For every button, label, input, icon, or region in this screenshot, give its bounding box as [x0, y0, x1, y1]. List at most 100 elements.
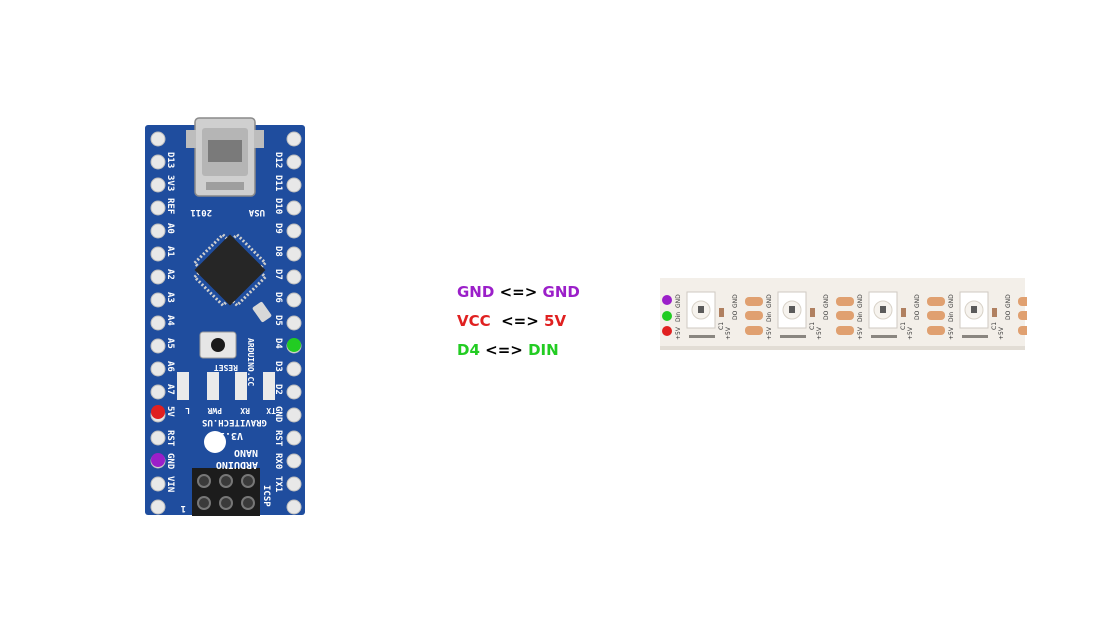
pin-label: D6 [273, 292, 283, 303]
site-label: ARDUINO.CC [246, 338, 255, 386]
pin-label: D7 [273, 269, 283, 280]
strip-out-label: GND [1005, 294, 1012, 308]
connection-left: VCC [457, 312, 491, 330]
capacitor-label: C1 [900, 322, 907, 330]
name2-label: ARDUINO [216, 459, 258, 470]
pin-label: D9 [273, 223, 283, 234]
strip-pad-label: GND [948, 294, 955, 308]
connection-right: GND [542, 283, 580, 301]
pin1-label: 1 [181, 503, 186, 513]
strip-out-label: +5V [816, 326, 823, 340]
left-pin-labels: D13 3V3 REF A0 A1 A2 A3 A4 A5 A6 A7 5V R… [165, 152, 175, 492]
mini-usb-connector [186, 117, 264, 197]
pin-label: REF [165, 198, 175, 214]
capacitor [901, 308, 906, 317]
capacitor-label: C1 [809, 322, 816, 330]
strip-pad-label: Din [675, 312, 682, 322]
pin-label: A3 [165, 292, 175, 303]
strip-out-label: +5V [907, 326, 914, 340]
year-label: 2011 [190, 207, 212, 217]
strip-pad-label: Din [766, 312, 773, 322]
strip-vcc-marker [662, 326, 672, 336]
copper-pad [1018, 326, 1027, 335]
led-die [971, 306, 977, 313]
strip-out-label: GND [823, 294, 830, 308]
pin-label: A2 [165, 269, 175, 280]
logo-letter: G [211, 435, 219, 451]
board-pcb [145, 125, 305, 515]
strip-out-label: +5V [998, 326, 1005, 340]
gravitech-logo-icon [204, 431, 226, 453]
strip-out-label: DO [823, 310, 830, 320]
pin-label: A4 [165, 315, 175, 326]
strip-gnd-marker [662, 295, 672, 305]
strip-pad-label: GND [766, 294, 773, 308]
pin-label: D12 [273, 152, 283, 168]
copper-pad [745, 297, 763, 306]
led-strip: GNDDin+5VC1GNDDO+5VGNDDin+5VC1GNDDO+5VGN… [660, 278, 1027, 350]
maker-label: GRAVITECH.US [202, 417, 267, 427]
copper-pad [745, 311, 763, 320]
connection-right: DIN [528, 341, 559, 359]
strip-out-label: DO [732, 310, 739, 320]
reset-button [199, 331, 237, 359]
pin-label: D13 [165, 152, 175, 168]
pin-label: VIN [165, 476, 175, 492]
rx-label: RX [240, 406, 250, 415]
strip-out-label: DO [1005, 310, 1012, 320]
name1-label: NANO [234, 447, 258, 458]
pin-label: D11 [273, 175, 283, 191]
connection-row-din: D4 <=> DIN [457, 336, 580, 365]
strip-pad-label: +5V [948, 326, 955, 340]
l-label: L [185, 406, 190, 415]
pin-label: A7 [165, 384, 175, 395]
copper-pad [1018, 311, 1027, 320]
copper-pad [927, 311, 945, 320]
pin-label: A5 [165, 338, 175, 349]
status-leds [177, 372, 275, 400]
strip-out-label: GND [914, 294, 921, 308]
strip-out-label: +5V [725, 326, 732, 340]
pin-label: D4 [273, 338, 283, 349]
connection-arrow: <=> [499, 283, 538, 301]
strip-pad-label: GND [857, 294, 864, 308]
strip-pad-label: Din [857, 312, 864, 322]
strip-out-label: GND [732, 294, 739, 308]
capacitor [992, 308, 997, 317]
connection-row-vcc: VCC <=> 5V [457, 307, 580, 336]
tx-label: TX [266, 406, 276, 415]
usa-label: USA [248, 207, 265, 217]
connection-left: D4 [457, 341, 480, 359]
brand-text [871, 335, 897, 338]
copper-pad [836, 326, 854, 335]
pin-label: RST [273, 430, 283, 447]
connection-row-gnd: GND <=> GND [457, 278, 580, 307]
pin-label: 5V [165, 406, 175, 417]
capacitor [719, 308, 724, 317]
pin-label: GND [165, 453, 175, 470]
brand-text [689, 335, 715, 338]
pin-label: D10 [273, 198, 283, 214]
led-die [789, 306, 795, 313]
copper-pad [745, 326, 763, 335]
icsp-header [192, 468, 260, 516]
arduino-nano-board: G D13 3V3 REF A0 A1 A2 A3 A [145, 117, 305, 516]
brand-text [780, 335, 806, 338]
copper-pad [927, 326, 945, 335]
pin-label: RX0 [273, 453, 283, 469]
strip-segments: GNDDin+5VC1GNDDO+5VGNDDin+5VC1GNDDO+5VGN… [675, 291, 1027, 340]
gnd-marker [151, 453, 165, 467]
connection-arrow: <=> [485, 341, 523, 359]
icsp-label: ICSP [261, 485, 271, 507]
strip-din-marker [662, 311, 672, 321]
reset-label: RESET [214, 363, 238, 372]
connection-left: GND [457, 283, 495, 301]
pin-label: D5 [273, 315, 283, 326]
connection-legend: GND <=> GND VCC <=> 5V D4 <=> DIN [457, 278, 580, 365]
strip-pad-label: GND [675, 294, 682, 308]
capacitor-label: C1 [991, 322, 998, 330]
pin-label: 3V3 [165, 175, 175, 191]
copper-pad [836, 297, 854, 306]
capacitor [810, 308, 815, 317]
strip-pad-label: +5V [766, 326, 773, 340]
